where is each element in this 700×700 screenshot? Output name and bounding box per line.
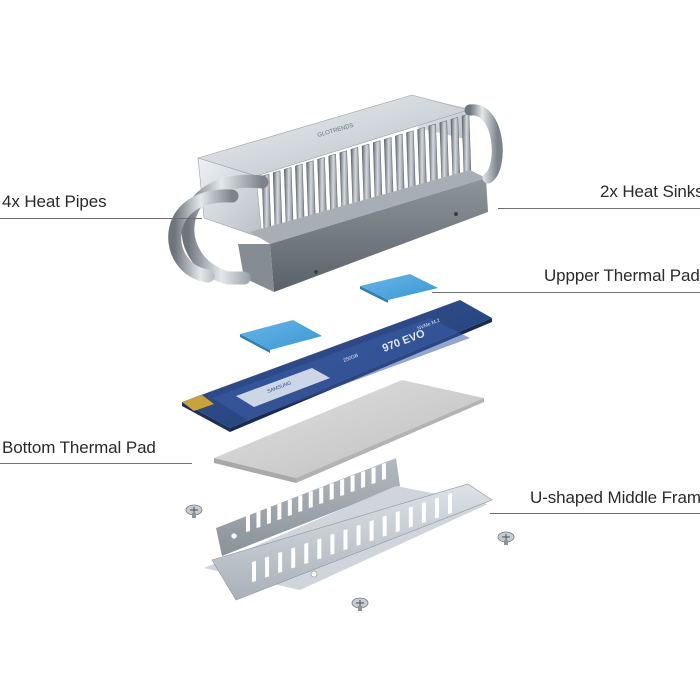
heatsink-fin [372,140,383,203]
screw-right [497,531,515,545]
frame-slot [371,467,376,484]
frame-slot [340,479,345,496]
frame-slot [277,503,282,520]
frame-slot [382,463,386,480]
heatsink-fin [395,133,405,197]
frame-slot [304,542,309,564]
frame-slot [308,491,313,508]
frame-back-slots [246,463,386,532]
callout-heat-pipes: 4x Heat Pipes [2,192,107,211]
frame-slot [356,524,361,546]
callout-heat-pipes-line [0,218,202,219]
frame-slot [448,493,452,514]
heatsink-fin [461,113,472,177]
heatsink-fin [350,147,361,210]
callout-heat-sinks-line [498,208,700,209]
callout-middle-frame: U-shaped Middle Frame [530,488,700,507]
callout-upper-pads: Uppper Thermal Pads [544,266,700,285]
callout-middle-frame-line [490,513,700,514]
heatsink-fin [328,153,338,217]
heatsink-fins [261,113,472,237]
frame-slot [278,551,283,573]
heatsink-fin [317,157,327,220]
heatsink-fin [306,160,316,223]
frame-slot [266,507,271,524]
heatsink-fin [384,137,394,200]
callout-bottom-pad-line [0,463,192,464]
frame-slot [317,538,322,560]
frame-slot [421,502,426,524]
frame-slot [382,515,387,537]
heatsink-fin [339,150,349,213]
frame-slot [395,511,400,533]
callout-heat-sinks: 2x Heat Sinks [600,182,700,201]
frame-slot [329,483,334,500]
frame-slot [319,487,324,504]
screws [185,504,515,611]
frame-slot [408,506,413,528]
screw-left [185,504,203,518]
frame-slot [369,520,374,542]
frame-slot [246,515,250,532]
callout-bottom-pad: Bottom Thermal Pad [2,438,156,457]
heatsink-base [250,170,486,244]
heatsink-fin [284,167,294,230]
frame-slot [434,497,439,519]
heat-pipes [168,104,503,285]
frame-front-slots [252,493,452,582]
heatsink-fin [417,127,427,190]
frame-slot [350,475,355,492]
frame-slot [256,511,261,528]
u-shaped-middle-frame [204,458,493,601]
frame-slot [330,533,335,555]
bottom-thermal-pad [214,380,484,483]
heatsink-fin [361,143,372,207]
nvme-ssd: SAMSUNG 970 EVO NVMe M.2 250GB [182,300,492,432]
upper-thermal-pads [240,274,438,353]
frame-slot [298,495,303,512]
screw-bottom [351,597,369,611]
frame-slot [252,561,256,582]
callout-upper-pads-line [432,292,700,293]
heatsink-fin [295,163,305,227]
frame-slot [265,556,270,578]
ssd-capacity: 250GB [343,352,360,363]
frame-slot [291,547,296,569]
heatsink-assembly: GLOTRENDS [168,94,503,292]
heatsink-fin [406,130,416,193]
heatsink-fin [428,123,438,187]
frame-slot [361,471,366,488]
frame-slot [343,529,348,551]
frame-slot [287,499,292,516]
